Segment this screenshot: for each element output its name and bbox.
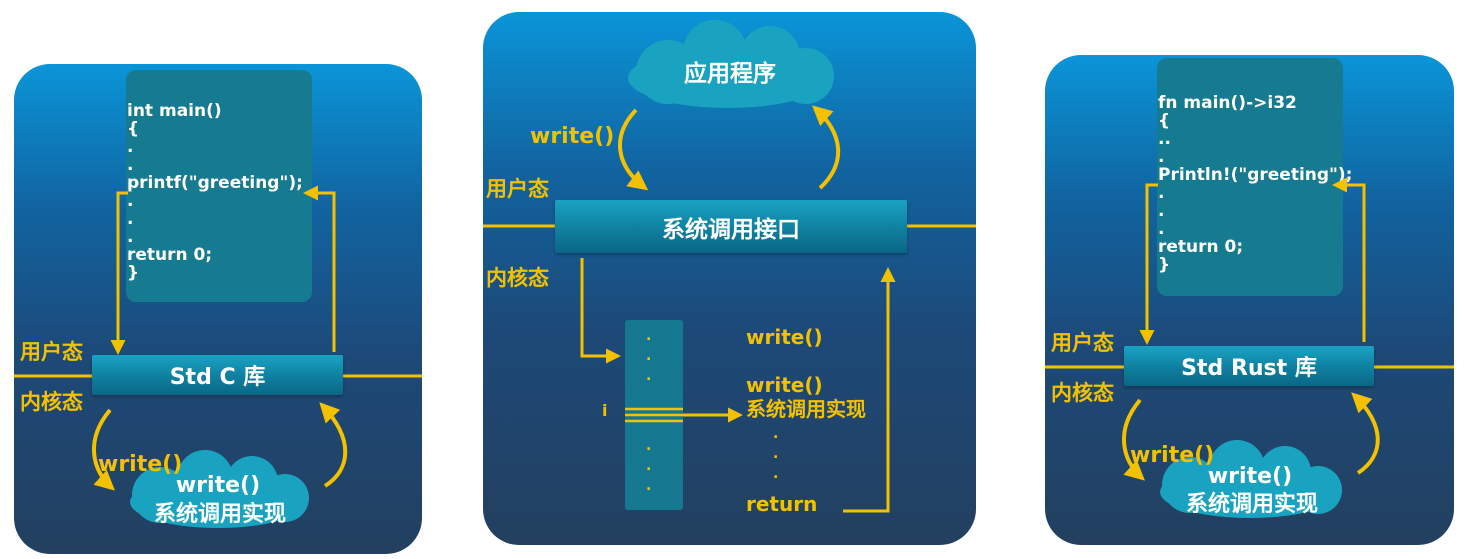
app-up-curve [812,105,841,190]
rust-return-arrow [1332,177,1366,342]
c-kernel-mode-label: 内核态 [20,390,83,414]
c-user-mode-label: 用户态 [20,340,83,364]
syscall-interface-bar: 系统调用接口 [555,200,907,253]
impl-write-1: write() [746,325,823,349]
std-c-library-bar: Std C 库 [92,355,343,395]
return-arrow [843,267,896,513]
c-cloud-write: write() [175,473,261,498]
return-label: return [746,492,818,516]
app-cloud [628,20,834,108]
app-write-call-label: write() [530,124,615,149]
table-index-label: i [602,401,608,420]
app-cloud-label: 应用程序 [684,61,776,87]
c-cloud-impl: 系统调用实现 [153,502,286,527]
rust-up-curve [1351,392,1380,475]
stack-dots-bottom: . . . [646,438,652,494]
stack-dots-top: . . . [646,328,652,384]
std-rust-library-bar: Std Rust 库 [1124,346,1374,386]
c-code-box [126,70,312,302]
c-down-curve [92,408,115,491]
rust-code-box [1157,58,1343,296]
rust-kernel-mode-label: 内核态 [1051,381,1114,405]
rust-user-mode-label: 用户态 [1051,331,1114,355]
syscall-user-mode-label: 用户态 [486,177,549,201]
c-return-arrow [303,185,336,352]
rust-write-call-label: write() [1130,443,1215,468]
rust-down-curve [1122,398,1145,481]
c-write-call-label: write() [98,452,183,477]
impl-write-2: write() [746,373,823,397]
c-code: int main() { . . printf("greeting"); . .… [127,101,303,283]
impl-dots: . . . [773,426,779,482]
rust-call-arrow [1139,183,1158,345]
dispatch-arrow [580,258,621,364]
rust-kernel-cloud [1160,440,1342,518]
c-up-curve [319,402,348,488]
rust-cloud-write: write() [1207,464,1293,489]
c-kernel-cloud [130,450,309,528]
c-call-arrow [110,191,128,355]
rust-code: fn main()->i32 { .. . Println!("greeting… [1158,93,1353,275]
app-down-curve [618,108,649,191]
rust-cloud-impl: 系统调用实现 [1185,492,1318,517]
syscall-kernel-mode-label: 内核态 [486,266,549,290]
impl-label: 系统调用实现 [746,397,866,421]
